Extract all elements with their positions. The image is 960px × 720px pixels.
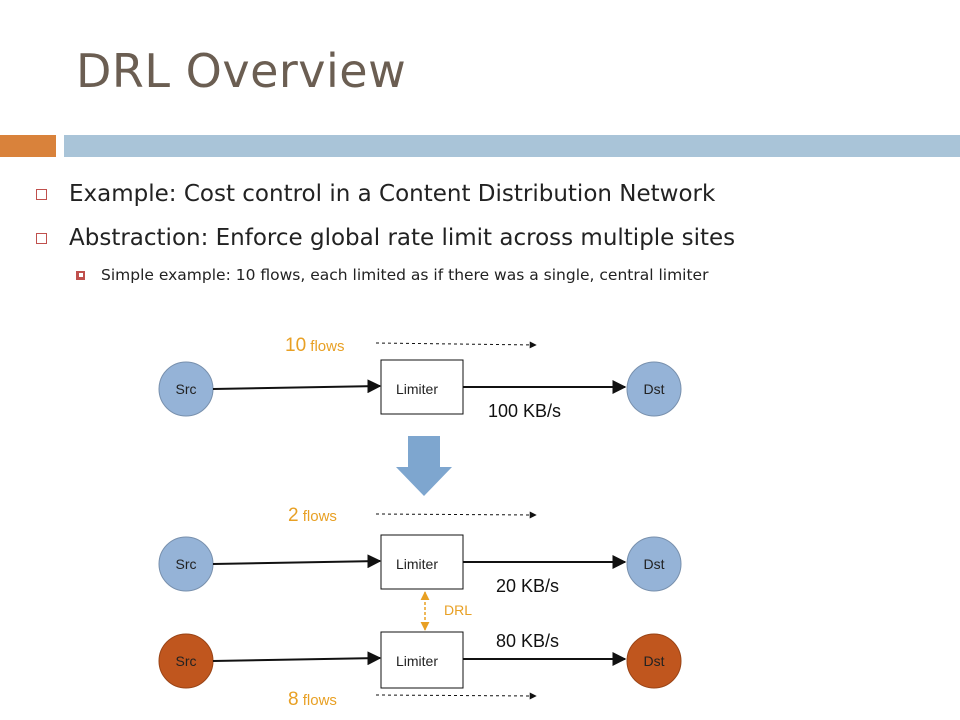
sub-bullet-square-icon bbox=[76, 270, 85, 280]
dst-node-middle bbox=[626, 536, 682, 592]
src-to-limiter-arrow-bottom bbox=[212, 651, 382, 666]
bullet-text: Example: Cost control in a Content Distr… bbox=[69, 181, 716, 207]
rate-label-top: 100 KB/s bbox=[488, 401, 561, 421]
slide-title: DRL Overview bbox=[76, 44, 407, 98]
rate-label-bottom: 80 KB/s bbox=[496, 631, 559, 651]
src-to-limiter-arrow-middle bbox=[212, 554, 382, 569]
dst-node-bottom bbox=[626, 633, 682, 689]
dst-label-top: Dst bbox=[644, 381, 665, 397]
bullet-item: Example: Cost control in a Content Distr… bbox=[36, 172, 946, 216]
drl-label: DRL bbox=[444, 602, 472, 618]
title-divider-bar bbox=[64, 135, 960, 157]
limiter-label-bottom: Limiter bbox=[396, 653, 438, 669]
down-arrow-icon bbox=[396, 436, 452, 496]
flows-dashed-arrow-middle bbox=[375, 511, 537, 519]
bullet-item: Abstraction: Enforce global rate limit a… bbox=[36, 216, 946, 260]
bullet-list: Example: Cost control in a Content Distr… bbox=[36, 172, 946, 290]
dst-node-top bbox=[626, 361, 682, 417]
limiter-label-middle: Limiter bbox=[396, 556, 438, 572]
limiter-box-top bbox=[380, 359, 464, 415]
bullet-box-icon bbox=[36, 232, 47, 244]
flows-label-top: 10 flows bbox=[285, 335, 344, 356]
rate-label-middle: 20 KB/s bbox=[496, 576, 559, 596]
bullet-box-icon bbox=[36, 188, 47, 200]
dst-label-bottom: Dst bbox=[644, 653, 665, 669]
sub-bullet-item: Simple example: 10 flows, each limited a… bbox=[36, 260, 946, 290]
sub-bullet-text: Simple example: 10 flows, each limited a… bbox=[101, 266, 709, 284]
limiter-label-top: Limiter bbox=[396, 381, 438, 397]
dst-label-middle: Dst bbox=[644, 556, 665, 572]
bullet-text: Abstraction: Enforce global rate limit a… bbox=[69, 225, 736, 251]
flows-dashed-arrow-bottom bbox=[375, 692, 537, 700]
src-label-middle: Src bbox=[176, 556, 197, 572]
src-label-bottom: Src bbox=[176, 653, 197, 669]
limiter-box-middle bbox=[380, 534, 464, 590]
src-label-top: Src bbox=[176, 381, 197, 397]
flows-label-bottom: 8 flows bbox=[288, 689, 337, 710]
flows-label-middle: 2 flows bbox=[288, 505, 337, 526]
src-to-limiter-arrow-top bbox=[212, 379, 382, 394]
title-accent-bar bbox=[0, 135, 56, 157]
limiter-box-bottom bbox=[380, 631, 464, 689]
flows-dashed-arrow-top bbox=[375, 341, 537, 349]
